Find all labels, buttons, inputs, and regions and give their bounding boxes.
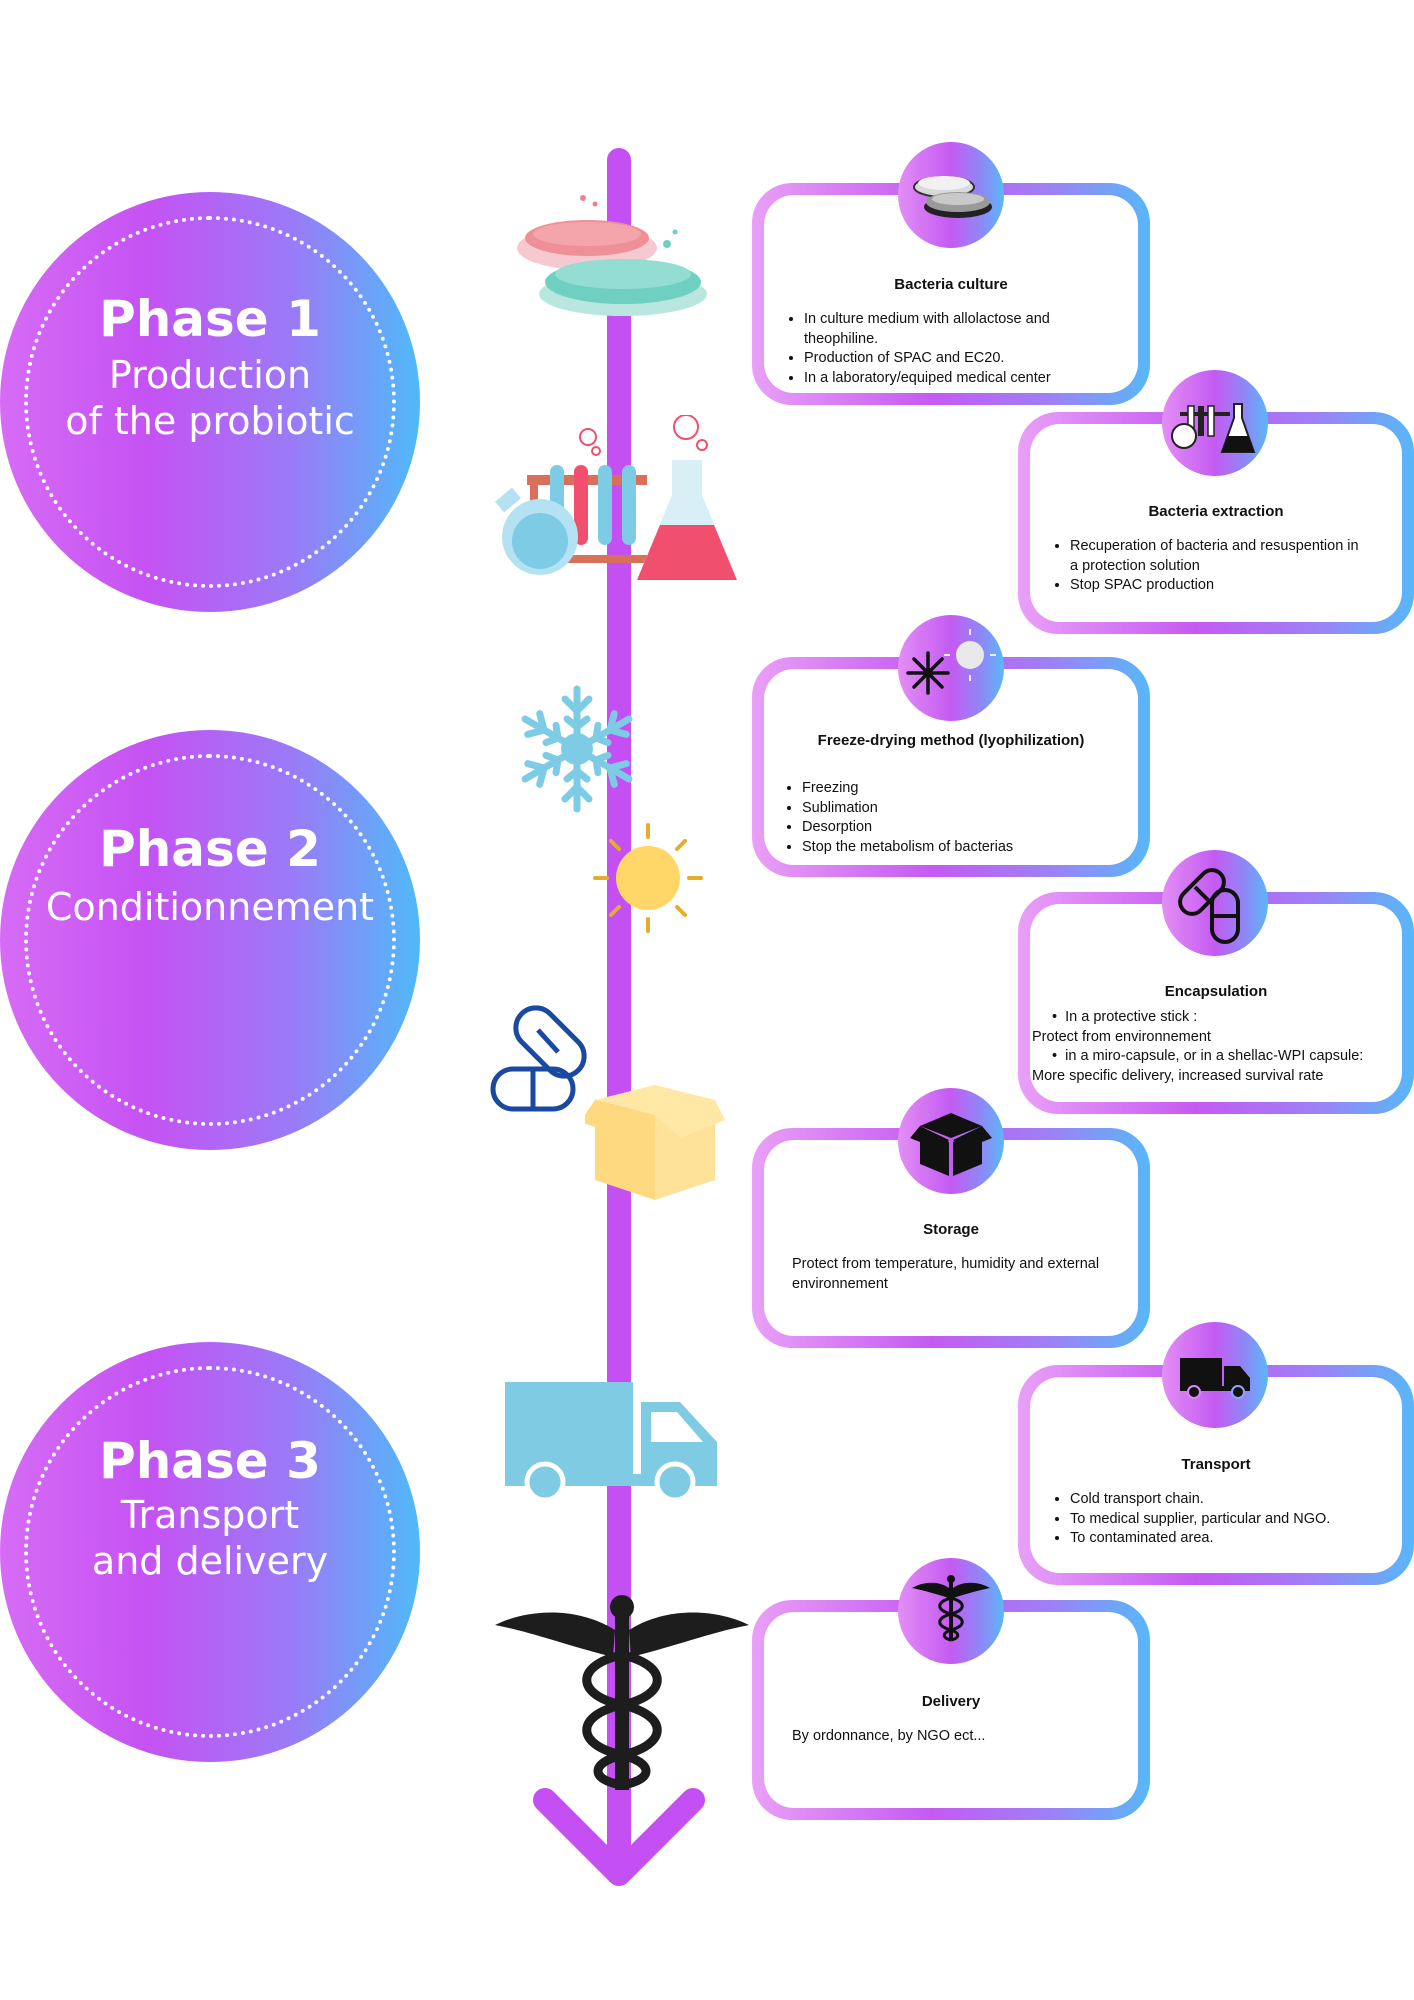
encapsulation-details: • In a protective stick : Protect from e… (1032, 1008, 1404, 1086)
card-body: Bacteria extraction Recuperation of bact… (1030, 424, 1402, 622)
freeze-sun-icon (898, 615, 1004, 721)
list-item: In a protective stick : (1065, 1009, 1198, 1025)
caduceus-illustration (495, 1595, 749, 1790)
timeline-arrowhead (533, 1788, 705, 1886)
petri-dishes-icon (517, 195, 707, 316)
step-title: Bacteria extraction (1148, 503, 1284, 520)
step-title: Storage (923, 1221, 979, 1238)
phase-2-circle: Phase 2 Conditionnement (0, 730, 420, 1150)
phase-subtitle: Production of the probiotic (65, 353, 355, 443)
list-item: Cold transport chain. (1070, 1490, 1400, 1510)
phase-ring (24, 754, 396, 1126)
note-text: More specific delivery, increased surviv… (1032, 1067, 1324, 1084)
step-title: Encapsulation (1164, 983, 1268, 1000)
list-item: Stop SPAC production (1070, 576, 1370, 596)
snowflake-illustration (510, 685, 645, 817)
list-item: Freezing (802, 779, 1132, 799)
step-list: Freezing Sublimation Desorption Stop the… (762, 779, 1132, 857)
capsule-icon (1162, 850, 1268, 956)
card-body: Bacteria culture In culture medium with … (764, 195, 1138, 393)
phase-ring (24, 1366, 396, 1738)
list-item: Sublimation (802, 799, 1132, 819)
list-item: To contaminated area. (1070, 1529, 1400, 1549)
lab-glassware-icon (1162, 370, 1268, 476)
step-list: In culture medium with allolactose and t… (764, 310, 1104, 388)
phase-subtitle: Conditionnement (45, 885, 375, 929)
capsules-illustration (490, 1005, 587, 1112)
card-body: Storage Protect from temperature, humidi… (764, 1140, 1138, 1336)
phase-ring (24, 216, 396, 588)
list-item: To medical supplier, particular and NGO. (1070, 1510, 1400, 1530)
list-item: in a miro-capsule, or in a shellac-WPI c… (1065, 1048, 1364, 1064)
petri-dish-icon (898, 142, 1004, 248)
list-item: In culture medium with allolactose and t… (804, 310, 1104, 349)
phase-title: Phase 3 (99, 1432, 321, 1490)
card-body: Transport Cold transport chain. To medic… (1030, 1377, 1402, 1573)
phase-title: Phase 2 (99, 820, 321, 878)
step-list: Recuperation of bacteria and resuspentio… (1030, 537, 1370, 596)
box-illustration (585, 1085, 725, 1200)
note-text: Protect from environnement (1032, 1028, 1211, 1045)
list-item: Desorption (802, 818, 1132, 838)
list-item: In a laboratory/equiped medical center (804, 369, 1104, 389)
step-text: Protect from temperature, humidity and e… (792, 1256, 1100, 1292)
phase-title: Phase 1 (99, 290, 321, 348)
list-item: Production of SPAC and EC20. (804, 349, 1104, 369)
step-title: Freeze-drying method (lyophilization) (817, 732, 1085, 749)
step-card-transport: Transport Cold transport chain. To medic… (1018, 1365, 1414, 1585)
step-list: Cold transport chain. To medical supplie… (1030, 1490, 1400, 1549)
truck-illustration (505, 1382, 717, 1502)
box-icon (898, 1088, 1004, 1194)
phase-subtitle: Transport and delivery (91, 1493, 329, 1583)
phase-1-circle: Phase 1 Production of the probiotic (0, 192, 420, 612)
caduceus-icon (898, 1558, 1004, 1664)
step-title: Transport (1181, 1456, 1251, 1473)
list-item: Stop the metabolism of bacterias (802, 838, 1132, 858)
truck-icon (1162, 1322, 1268, 1428)
step-card-bacteria-culture: Bacteria culture In culture medium with … (752, 183, 1150, 405)
lab-glassware-illustration (495, 415, 737, 580)
step-title: Bacteria culture (894, 276, 1008, 293)
phase-3-circle: Phase 3 Transport and delivery (0, 1342, 420, 1762)
sun-illustration (593, 823, 703, 933)
step-card-storage: Storage Protect from temperature, humidi… (752, 1128, 1150, 1348)
step-title: Delivery (921, 1693, 981, 1710)
list-item: Recuperation of bacteria and resuspentio… (1070, 537, 1370, 576)
step-text: By ordonnance, by NGO ect... (792, 1728, 986, 1744)
